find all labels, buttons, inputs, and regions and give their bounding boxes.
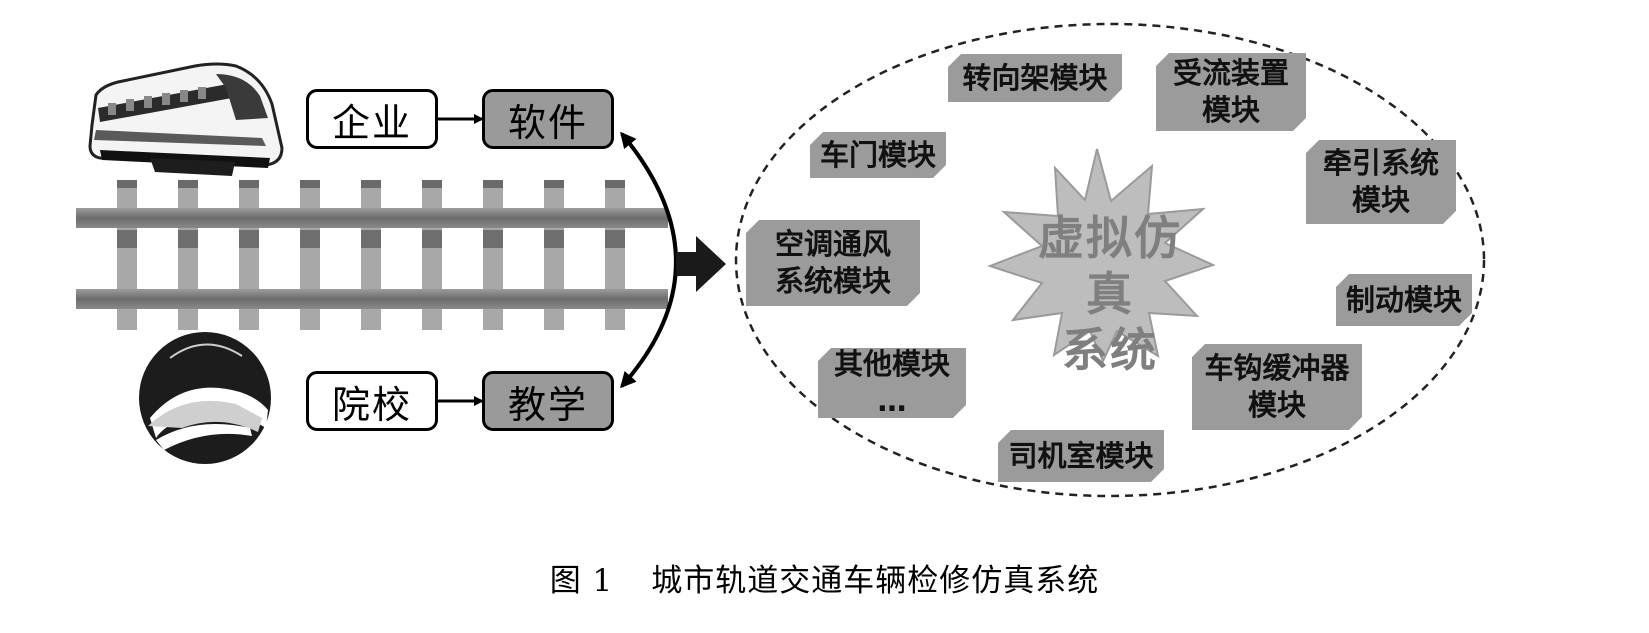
module-coupler-line2: 模块: [1247, 388, 1306, 422]
module-other-line2: …: [877, 384, 907, 418]
core-line-1: 虚拟仿真: [1038, 211, 1182, 321]
module-traction: 牵引系统 模块: [1306, 140, 1456, 224]
railway-track: [76, 180, 668, 330]
figure-title: 城市轨道交通车辆检修仿真系统: [651, 563, 1100, 599]
module-bogie-label: 转向架模块: [962, 60, 1108, 95]
enterprise-box: 企业: [306, 89, 438, 149]
module-coupler-line1: 车钩缓冲器: [1204, 351, 1350, 385]
train-icon: [88, 62, 284, 176]
module-pantograph-line1: 受流装置: [1172, 56, 1289, 90]
module-hvac-line1: 空调通风: [774, 227, 891, 261]
software-box: 软件: [482, 89, 614, 149]
module-traction-line2: 模块: [1351, 183, 1410, 217]
module-other: 其他模块 …: [818, 348, 966, 418]
school-logo-icon: [139, 332, 271, 464]
module-brake: 制动模块: [1336, 274, 1472, 326]
module-cab: 司机室模块: [998, 430, 1164, 482]
figure-number: 图 1: [549, 563, 614, 599]
module-brake-label: 制动模块: [1345, 282, 1462, 317]
module-other-line1: 其他模块: [833, 347, 950, 381]
core-starburst-icon: [987, 148, 1216, 364]
module-door-label: 车门模块: [819, 137, 936, 172]
core-line-2: 系统: [1062, 323, 1158, 377]
teaching-box: 教学: [482, 371, 614, 431]
module-pantograph: 受流装置 模块: [1156, 53, 1306, 131]
module-pantograph-line2: 模块: [1201, 93, 1260, 127]
module-door: 车门模块: [810, 132, 946, 178]
module-cab-label: 司机室模块: [1008, 438, 1154, 473]
system-ellipse: [734, 22, 1486, 498]
module-coupler: 车钩缓冲器 模块: [1192, 344, 1362, 430]
core-system-label: 虚拟仿真 系统: [1020, 210, 1200, 378]
module-hvac-line2: 系统模块: [774, 264, 891, 298]
module-bogie: 转向架模块: [948, 54, 1122, 102]
big-right-arrow: [676, 236, 726, 292]
double-curved-arrow: [620, 131, 678, 389]
figure-caption: 图 1 城市轨道交通车辆检修仿真系统: [0, 555, 1649, 600]
school-box: 院校: [306, 371, 438, 431]
module-traction-line1: 牵引系统: [1322, 146, 1439, 180]
module-hvac: 空调通风 系统模块: [746, 220, 920, 306]
